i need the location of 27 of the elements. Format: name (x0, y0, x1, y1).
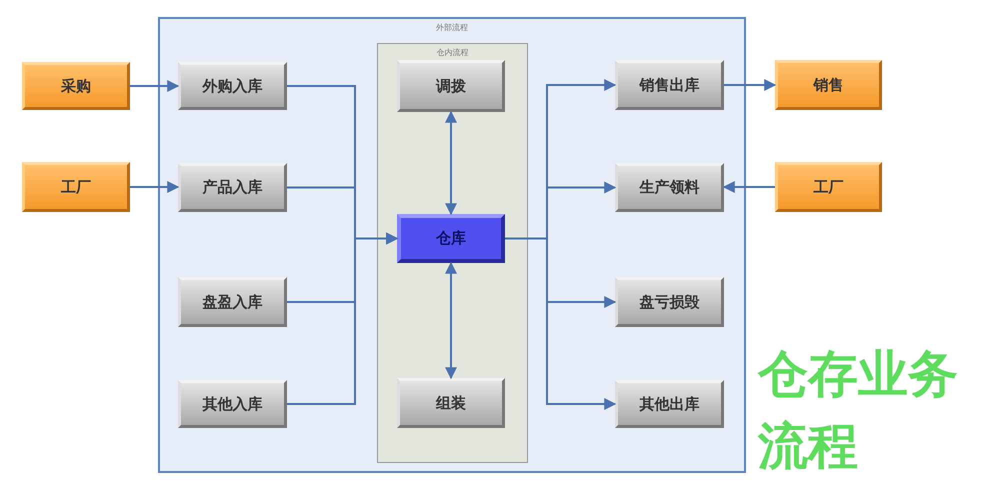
outer-frame (158, 17, 746, 473)
source-box: 采购 (22, 62, 130, 110)
process-box: 其他出库 (615, 380, 724, 428)
process-box: 组装 (397, 378, 505, 428)
title: 仓存业务流程 (758, 344, 959, 477)
arrow (287, 232, 398, 405)
frame-title: 外部流程 (435, 22, 469, 33)
process-box: 销售出库 (615, 60, 724, 110)
process-box: 盘亏损毁 (615, 277, 724, 327)
double-arrow (445, 110, 457, 216)
source-box: 工厂 (22, 162, 130, 212)
process-box: 盘盈入库 (178, 277, 287, 327)
arrow (130, 181, 180, 193)
process-box: 产品入库 (178, 163, 287, 212)
double-arrow (445, 262, 457, 380)
source-box: 销售 (775, 60, 882, 110)
process-box: 外购入库 (178, 62, 287, 110)
source-box: 工厂 (775, 162, 882, 212)
arrow (722, 181, 775, 193)
arrow (724, 79, 776, 91)
frame-title: 仓内流程 (436, 47, 470, 58)
process-box: 生产领料 (615, 163, 724, 212)
warehouse-box: 仓库 (397, 214, 505, 263)
process-box: 调拨 (397, 60, 505, 112)
process-box: 其他入库 (178, 380, 287, 428)
inner-frame (377, 43, 528, 463)
arrow (130, 80, 180, 92)
